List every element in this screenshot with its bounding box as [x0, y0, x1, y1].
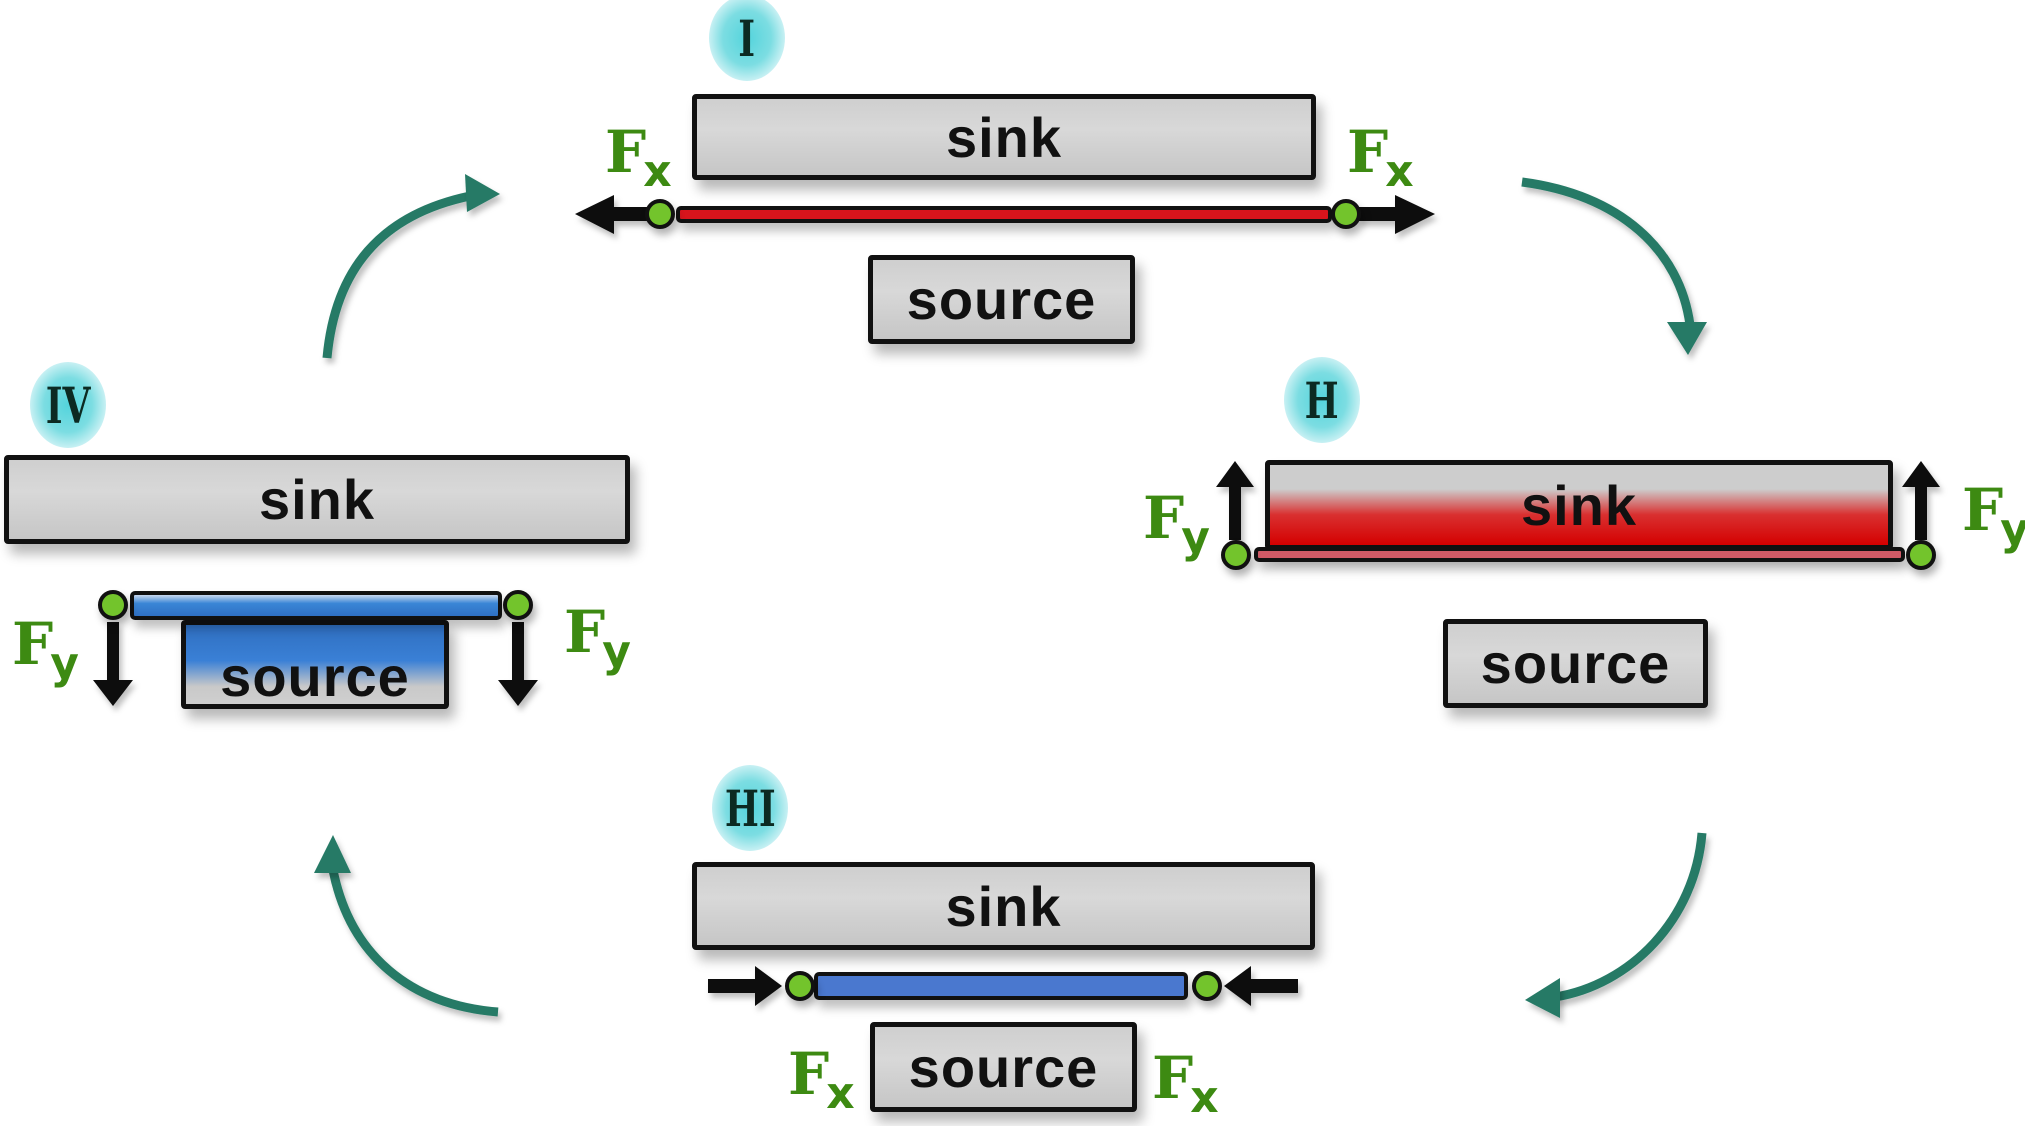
force-symbol: F — [1962, 476, 2004, 544]
force-subscript: y — [602, 626, 631, 677]
force-subscript: x — [643, 146, 672, 197]
force-label-right-i: Fx — [1347, 118, 1414, 197]
strip-compressed-iii — [814, 972, 1188, 1000]
force-arrow-in-left-iii — [708, 966, 782, 1006]
stage-label-ii: H — [1304, 370, 1340, 430]
stage-label-iv: IV — [45, 375, 91, 435]
force-label-right-ii: Fy — [1962, 476, 2025, 555]
hinge-dot-right-iii — [1192, 971, 1222, 1001]
hinge-dot-left-iv — [98, 590, 128, 620]
force-symbol: F — [788, 1040, 830, 1108]
force-symbol: F — [564, 598, 606, 666]
sink-box-ii-heated: sink — [1265, 460, 1893, 550]
hinge-dot-left-ii — [1221, 540, 1251, 570]
force-label-left-i: Fx — [605, 118, 672, 197]
cycle-arrow-iv-to-i — [322, 191, 471, 359]
force-subscript: y — [50, 638, 79, 689]
force-subscript: y — [1181, 512, 1210, 563]
source-box-i: source — [868, 255, 1135, 344]
force-label-left-iii: Fx — [788, 1040, 855, 1119]
cycle-arrowhead-i — [465, 174, 500, 212]
source-box-iii: source — [870, 1022, 1137, 1112]
hinge-dot-right-iv — [503, 590, 533, 620]
sink-box-i: sink — [692, 94, 1316, 180]
stage-badge-i: I — [709, 0, 785, 81]
strip-contact-iv — [130, 591, 502, 620]
sink-label-iv: sink — [258, 468, 376, 531]
force-label-left-iv: Fy — [12, 610, 79, 689]
force-arrow-in-right-iii — [1224, 966, 1298, 1006]
force-symbol: F — [1143, 484, 1185, 552]
force-label-left-ii: Fy — [1143, 484, 1210, 563]
sink-label-iii: sink — [945, 874, 1062, 938]
force-symbol: F — [12, 610, 54, 678]
force-arrow-left-i — [575, 195, 648, 234]
cycle-arrowhead-iv — [314, 835, 351, 873]
source-label-ii: source — [1480, 632, 1671, 695]
cycle-arrow-iii-to-iv — [328, 869, 499, 1017]
cycle-arrowhead-ii — [1667, 322, 1707, 355]
force-label-right-iii: Fx — [1152, 1044, 1219, 1123]
strip-contact-ii — [1254, 547, 1905, 562]
source-box-ii: source — [1443, 619, 1708, 708]
cycle-arrow-i-to-ii — [1521, 177, 1695, 326]
cycle-arrow-ii-to-iii — [1554, 832, 1707, 1002]
source-label-iii: source — [908, 1035, 1099, 1099]
force-label-right-iv: Fy — [564, 598, 631, 677]
force-symbol: F — [605, 118, 647, 186]
strip-stretched-i — [676, 206, 1332, 223]
force-subscript: x — [1385, 146, 1414, 197]
stage-label-i: I — [738, 8, 756, 68]
stage-badge-iii: HI — [712, 765, 788, 851]
cycle-arrowhead-iii — [1525, 978, 1560, 1018]
sink-label-i: sink — [945, 105, 1063, 169]
source-box-iv-cooled: source — [181, 620, 449, 709]
force-arrow-down-right-iv — [498, 622, 538, 706]
force-arrow-right-i — [1358, 195, 1435, 234]
stage-label-iii: HI — [724, 778, 776, 838]
force-arrow-up-right-ii — [1902, 461, 1940, 540]
source-label-iv: source — [220, 645, 410, 708]
force-symbol: F — [1347, 118, 1389, 186]
source-label-i: source — [906, 268, 1097, 331]
sink-box-iii: sink — [692, 862, 1315, 950]
sink-label-ii: sink — [1520, 473, 1638, 537]
force-subscript: x — [1190, 1072, 1219, 1123]
stage-badge-ii: H — [1284, 357, 1360, 443]
force-arrow-down-left-iv — [93, 622, 133, 706]
hinge-dot-left-iii — [785, 971, 815, 1001]
force-arrow-up-left-ii — [1216, 461, 1254, 540]
force-symbol: F — [1152, 1044, 1194, 1112]
sink-box-iv: sink — [4, 455, 630, 544]
force-subscript: x — [826, 1068, 855, 1119]
hinge-dot-right-i — [1331, 199, 1361, 229]
hinge-dot-left-i — [645, 199, 675, 229]
stage-badge-iv: IV — [30, 362, 106, 448]
hinge-dot-right-ii — [1906, 540, 1936, 570]
force-subscript: y — [2000, 504, 2025, 555]
